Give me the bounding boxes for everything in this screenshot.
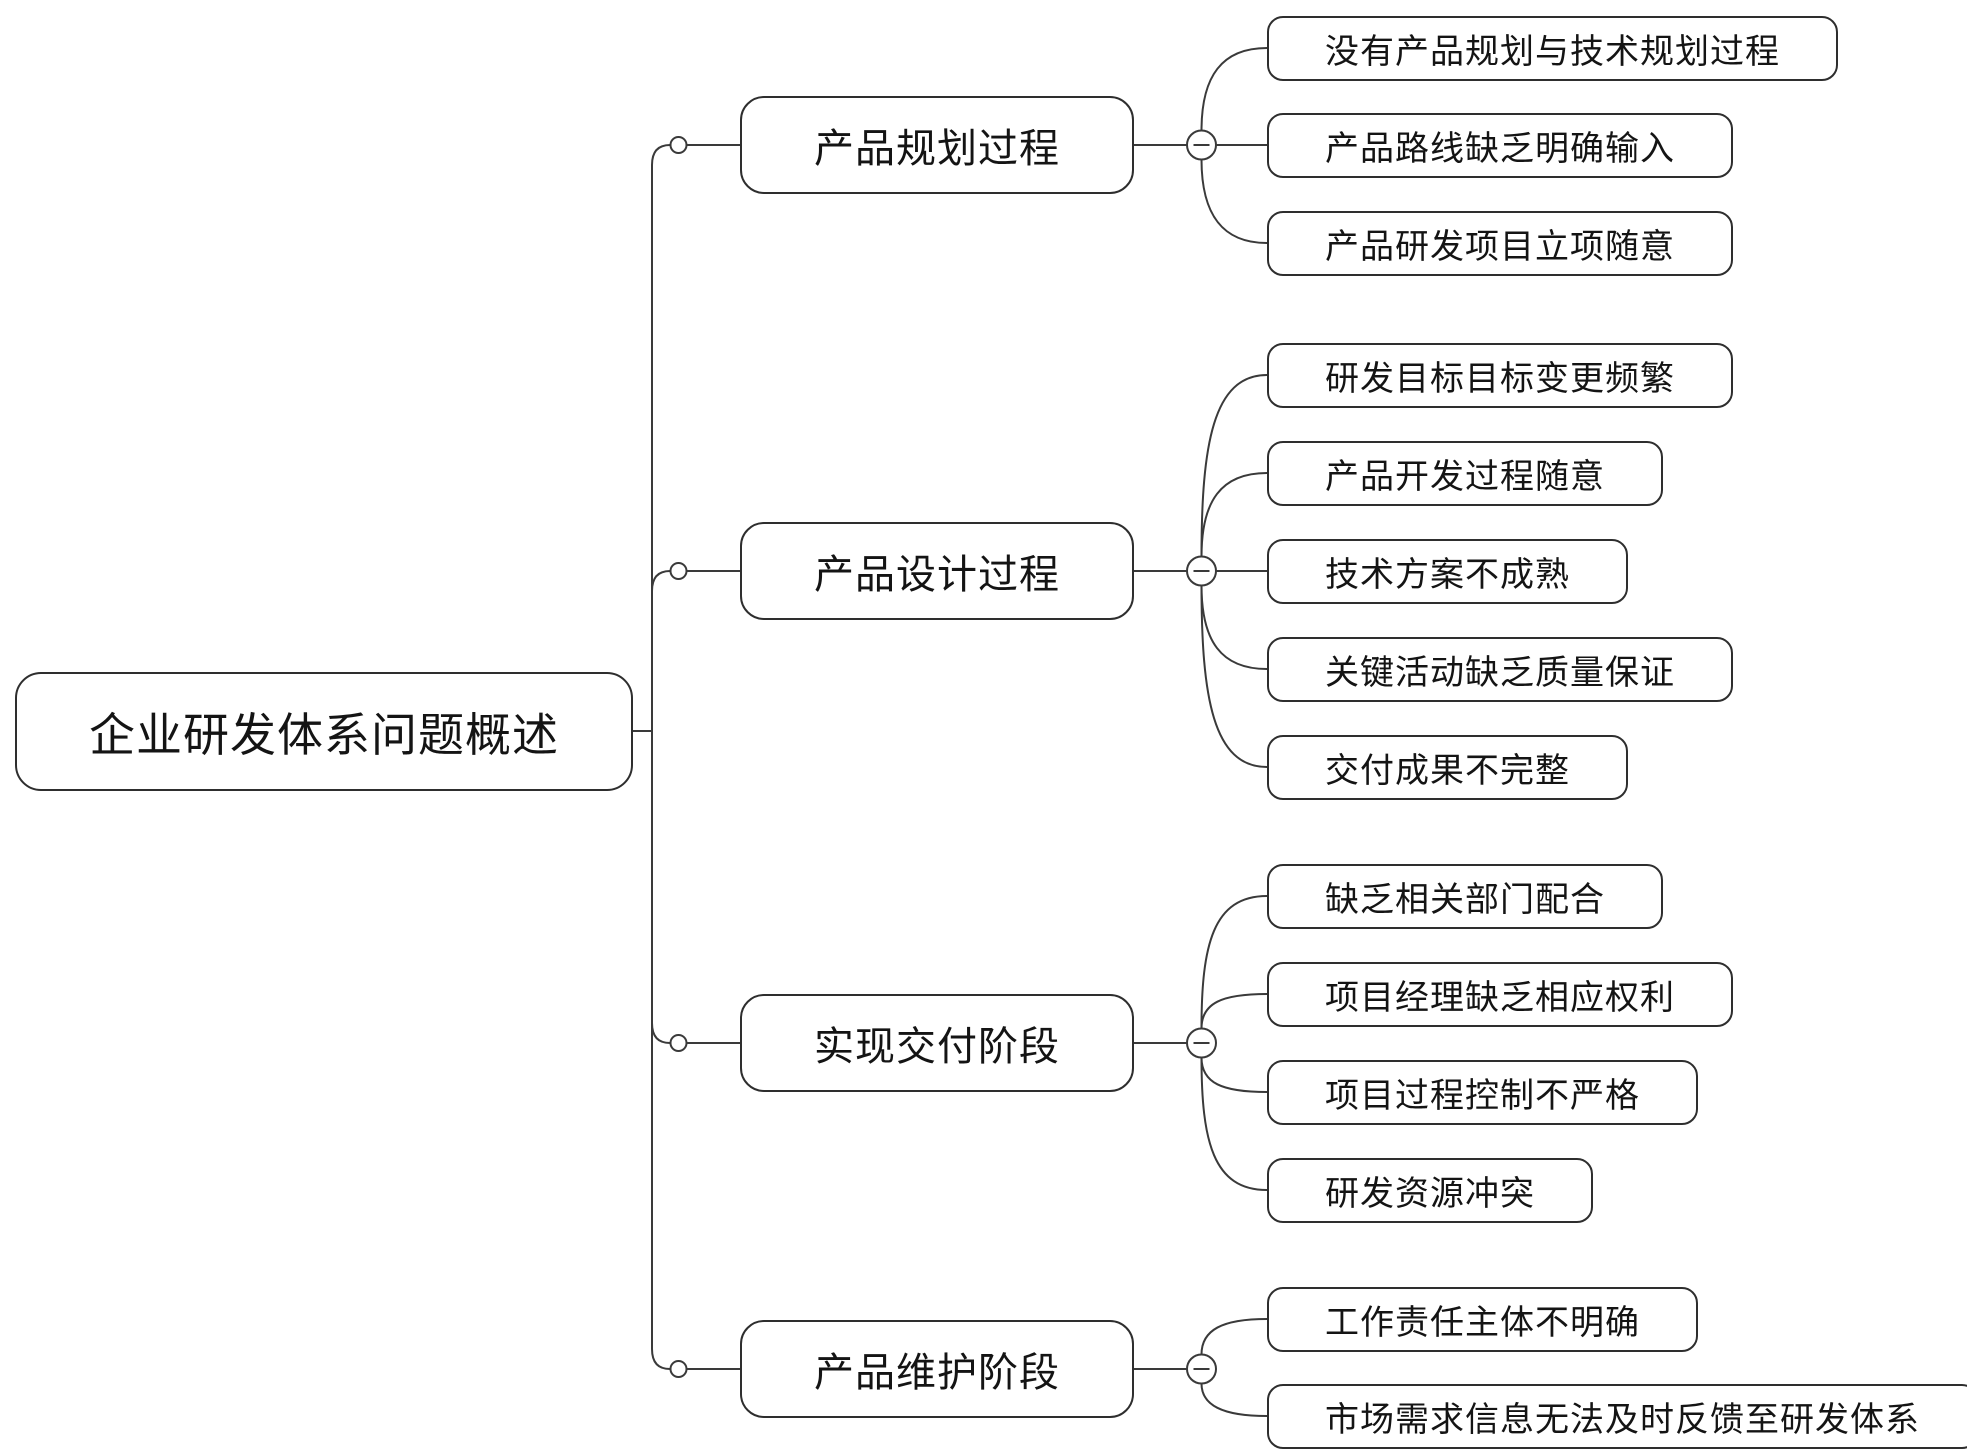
connector-b1-child-1: [1200, 47, 1268, 131]
connector-b3-child-1: [1200, 895, 1268, 1029]
root-node[interactable]: 企业研发体系问题概述: [15, 672, 633, 791]
collapse-icon[interactable]: [1186, 1353, 1217, 1385]
child-node[interactable]: 产品研发项目立项随意: [1267, 210, 1733, 276]
branch-node-delivery-phase[interactable]: 实现交付阶段: [740, 994, 1134, 1092]
connector-b2-child-2: [1200, 472, 1268, 557]
child-node[interactable]: 研发目标目标变更频繁: [1267, 342, 1733, 408]
branch-node-product-design[interactable]: 产品设计过程: [740, 522, 1134, 620]
child-node[interactable]: 项目过程控制不严格: [1267, 1059, 1698, 1125]
child-node[interactable]: 市场需求信息无法及时反馈至研发体系: [1267, 1383, 1967, 1449]
connector-b4-child-2: [1200, 1383, 1268, 1417]
connector-b3-child-2: [1200, 993, 1268, 1029]
branch-node-maintenance-phase[interactable]: 产品维护阶段: [740, 1320, 1134, 1418]
child-node[interactable]: 没有产品规划与技术规划过程: [1267, 15, 1838, 81]
collapse-icon[interactable]: [1186, 129, 1217, 161]
branch-node-product-planning[interactable]: 产品规划过程: [740, 96, 1134, 194]
connector-b3-child-4: [1200, 1057, 1268, 1191]
child-node[interactable]: 缺乏相关部门配合: [1267, 863, 1663, 929]
connector-b1-child-3: [1200, 159, 1268, 244]
connector-trunk-branch-2: [651, 570, 671, 731]
child-node[interactable]: 项目经理缺乏相应权利: [1267, 961, 1733, 1027]
child-node[interactable]: 产品开发过程随意: [1267, 440, 1663, 506]
connector-trunk-branch-1: [651, 144, 671, 731]
junction-dot-icon: [669, 136, 688, 154]
junction-dot-icon: [669, 1360, 688, 1378]
connector-b2-child-5: [1200, 585, 1268, 768]
collapse-icon[interactable]: [1186, 555, 1217, 587]
child-node[interactable]: 产品路线缺乏明确输入: [1267, 112, 1733, 178]
child-node[interactable]: 交付成果不完整: [1267, 734, 1628, 800]
collapse-icon[interactable]: [1186, 1027, 1217, 1059]
connector-b4-child-1: [1200, 1318, 1268, 1355]
connector-b3-child-3: [1200, 1057, 1268, 1093]
junction-dot-icon: [669, 562, 688, 580]
child-node[interactable]: 研发资源冲突: [1267, 1157, 1593, 1223]
junction-dot-icon: [669, 1034, 688, 1052]
connector-trunk-branch-3: [651, 731, 671, 1044]
child-node[interactable]: 技术方案不成熟: [1267, 538, 1628, 604]
child-node[interactable]: 工作责任主体不明确: [1267, 1286, 1698, 1352]
child-node[interactable]: 关键活动缺乏质量保证: [1267, 636, 1733, 702]
connector-b2-child-1: [1200, 374, 1268, 557]
connector-trunk-branch-4: [651, 731, 671, 1370]
connector-b2-child-4: [1200, 585, 1268, 670]
